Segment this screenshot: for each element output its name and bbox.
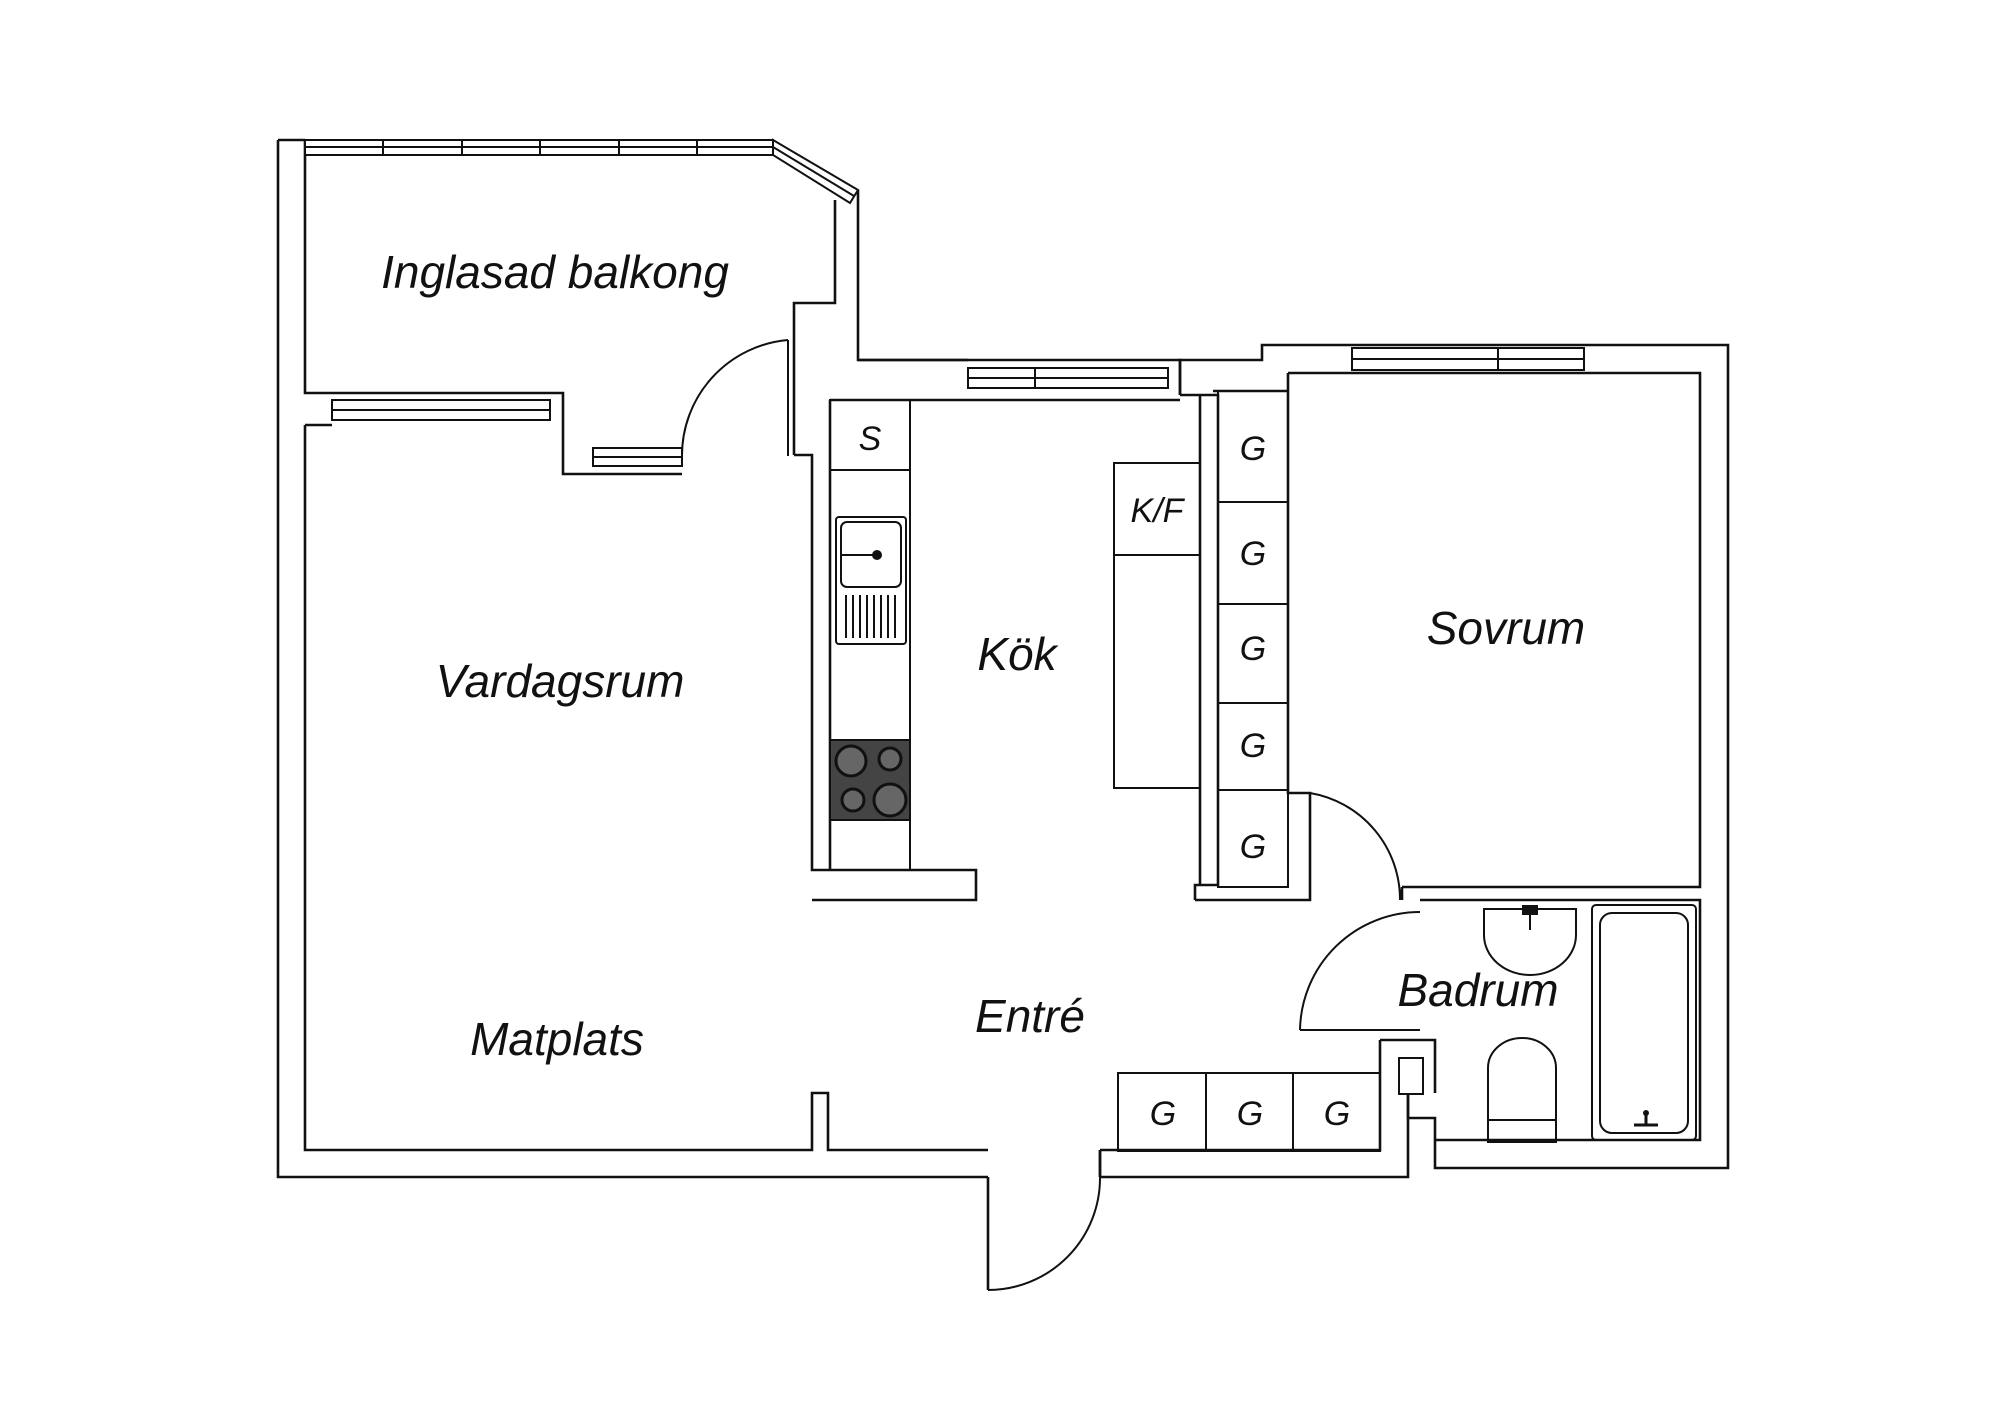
- room-label-dining: Matplats: [470, 1013, 644, 1065]
- wardrobe-label: G: [1240, 430, 1266, 468]
- room-label-entrance: Entré: [975, 990, 1085, 1042]
- wardrobe-label: G: [1324, 1095, 1350, 1133]
- bathtub-icon: [1591, 904, 1697, 1141]
- fridge-freezer-label: K/F: [1131, 492, 1186, 530]
- sink-icon: [835, 516, 907, 645]
- wardrobe-label: G: [1240, 630, 1266, 668]
- toilet-icon: [1487, 1037, 1557, 1143]
- wardrobe-label: G: [1240, 828, 1266, 866]
- wardrobe-label: G: [1150, 1095, 1176, 1133]
- pantry-label: S: [859, 420, 882, 458]
- wardrobe-column: [1217, 390, 1289, 888]
- room-label-bathroom: Badrum: [1397, 964, 1558, 1016]
- washbasin-icon: [1483, 905, 1577, 976]
- wardrobe-label: G: [1240, 727, 1266, 765]
- room-label-kitchen: Kök: [977, 628, 1058, 680]
- room-label-living: Vardagsrum: [436, 655, 685, 707]
- fridge-freezer: [1113, 462, 1201, 789]
- walls: [276, 138, 1730, 1290]
- doors: [680, 339, 1421, 1291]
- duct: [1398, 1057, 1424, 1095]
- windows: [304, 138, 1585, 467]
- wardrobe-row: [1117, 1072, 1381, 1152]
- wardrobe-label: G: [1240, 535, 1266, 573]
- wardrobe-label: G: [1237, 1095, 1263, 1133]
- room-label-balcony: Inglasad balkong: [381, 246, 729, 298]
- room-label-bedroom: Sovrum: [1427, 602, 1585, 654]
- room-labels: Inglasad balkong Vardagsrum Matplats Kök…: [381, 246, 1585, 1133]
- stove-icon: [829, 739, 911, 821]
